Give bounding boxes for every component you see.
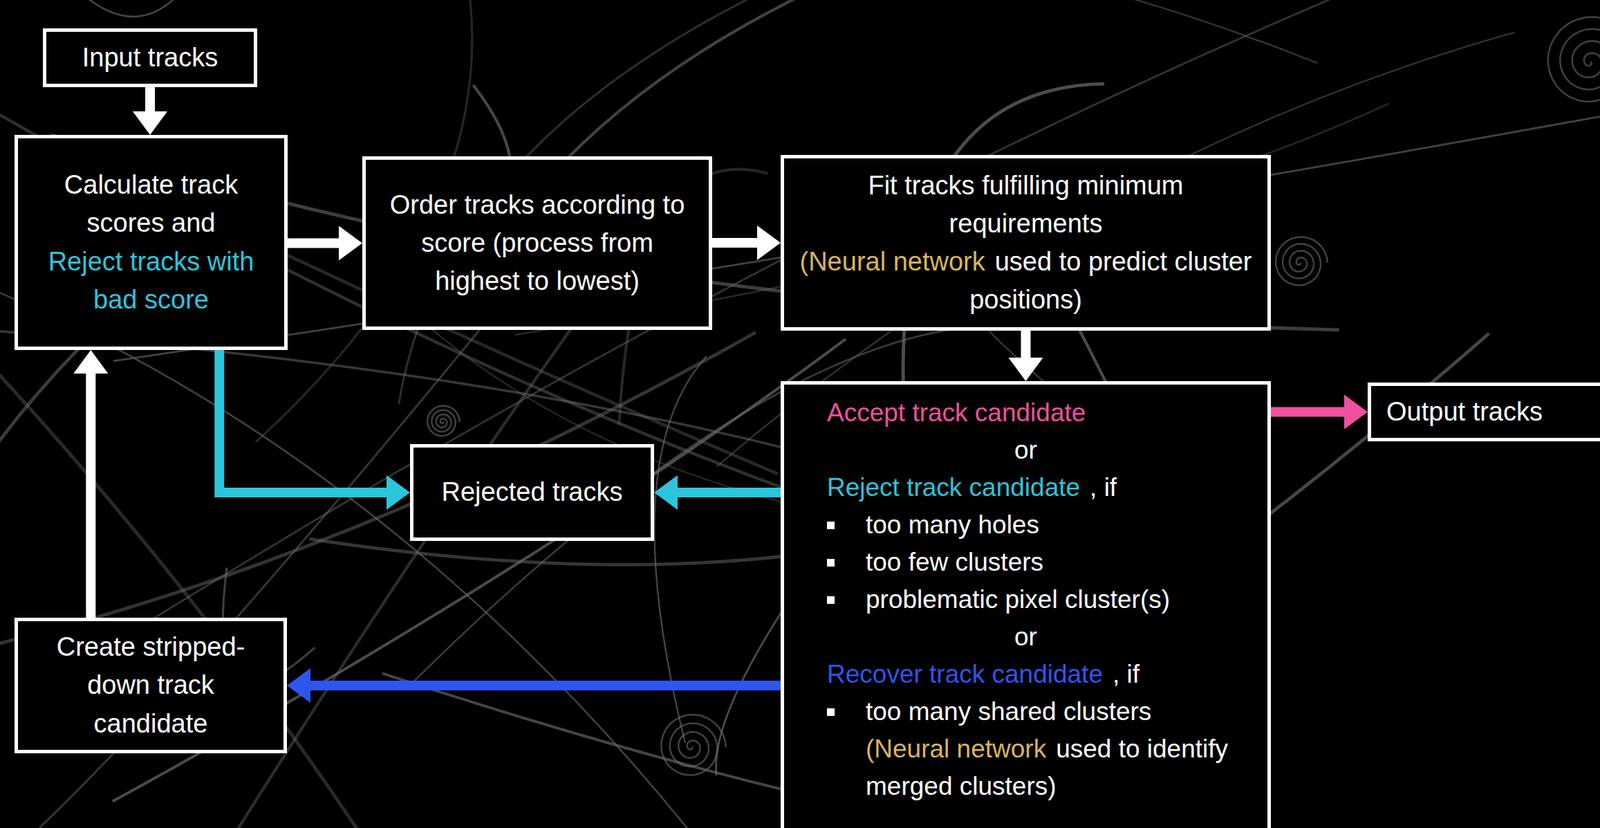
spiral-track <box>427 405 460 437</box>
particle-track <box>43 0 200 17</box>
particle-track <box>0 288 736 828</box>
connector-line <box>1270 407 1346 417</box>
flow-arrow <box>1008 330 1044 381</box>
connector-line <box>712 237 759 248</box>
process-box: Order tracks according to score (process… <box>362 156 713 330</box>
connector-line <box>287 238 341 249</box>
arrow-head <box>132 111 168 135</box>
connector-line <box>145 87 155 113</box>
arrow-head <box>386 475 411 510</box>
connector-line <box>85 371 96 618</box>
box-text: Input tracks <box>82 38 218 77</box>
text-line: too many shared clusters(Neural networku… <box>826 692 1254 805</box>
text-line: Accept track candidate <box>826 394 1254 432</box>
arrow-head <box>1008 357 1044 381</box>
box-text: (Neural network <box>865 734 1047 763</box>
arrow-head <box>73 349 108 374</box>
box-text: , if <box>1089 472 1117 502</box>
text-line: (Neural networkused to predict cluster p… <box>799 242 1253 319</box>
arrow-head <box>338 226 363 261</box>
text-line: (Neural networkused to identify merged c… <box>865 730 1254 805</box>
particle-track <box>192 0 1318 63</box>
flow-arrow <box>132 87 168 135</box>
connector-line <box>219 349 388 493</box>
box-text: Accept track candidate <box>826 398 1086 427</box>
box-text: Recover track candidate <box>826 659 1103 688</box>
output-box: Output tracks <box>1367 382 1600 442</box>
text-line: too few clusters <box>826 543 1254 581</box>
connector-line <box>1021 330 1031 359</box>
box-text: problematic pixel cluster(s) <box>865 584 1170 614</box>
input-box: Input tracks <box>42 28 258 88</box>
text-line: or <box>797 431 1254 469</box>
flow-arrow <box>287 226 363 261</box>
connector-line <box>309 680 781 691</box>
text-line: Reject track candidate , if <box>826 468 1254 507</box>
box-text: Fit tracks fulfilling minimum requiremen… <box>799 166 1253 243</box>
flow-arrow <box>1270 394 1368 430</box>
spiral-track <box>661 714 727 775</box>
box-text: or <box>1014 622 1038 651</box>
bullet-square <box>826 521 835 529</box>
particle-track <box>113 114 1600 361</box>
box-text: too many holes <box>865 510 1040 539</box>
arrow-head <box>1344 394 1368 430</box>
particle-track <box>0 279 376 828</box>
bullet-square <box>826 708 835 716</box>
rejected-box: Rejected tracks <box>410 443 655 541</box>
spiral-track <box>1275 237 1328 286</box>
box-text: Create stripped-down track candidate <box>33 627 269 742</box>
box-text: Reject tracks with bad score <box>33 242 269 319</box>
box-text: Reject track candidate <box>826 472 1081 502</box>
box-text: used to predict cluster positions) <box>969 246 1252 314</box>
box-text: , if <box>1112 659 1140 688</box>
text-line: or <box>797 618 1254 656</box>
text-line: too many holes <box>826 506 1254 544</box>
box-text: Calculate track scores and <box>33 165 269 243</box>
box-text: (Neural network <box>800 246 986 276</box>
connector-line <box>676 487 781 498</box>
box-text: too few clusters <box>865 547 1044 576</box>
text-line: problematic pixel cluster(s) <box>826 580 1254 619</box>
box-text: Output tracks <box>1386 392 1543 431</box>
process-box: Create stripped-down track candidate <box>14 617 287 753</box>
flow-arrow <box>712 225 781 260</box>
process-box: Calculate track scores andReject tracks … <box>14 134 288 350</box>
flow-arrow <box>654 475 781 510</box>
decision-box: Accept track candidateorReject track can… <box>780 380 1271 828</box>
particle-track <box>0 332 756 664</box>
bullet-square <box>826 596 835 604</box>
box-text: or <box>1014 435 1038 464</box>
flow-arrow <box>73 349 108 618</box>
box-text: too many shared clusters <box>865 692 1254 731</box>
arrow-head <box>286 667 311 703</box>
bullet-square <box>826 558 835 567</box>
box-text: Order tracks according to score (process… <box>380 185 694 301</box>
spiral-track <box>1548 16 1600 101</box>
box-text: Rejected tracks <box>441 472 623 511</box>
flow-arrow <box>286 667 781 703</box>
text-line: Recover track candidate , if <box>826 655 1254 693</box>
arrow-head <box>654 475 678 510</box>
flow-arrow <box>219 349 411 510</box>
process-box: Fit tracks fulfilling minimum requiremen… <box>780 154 1271 331</box>
arrow-head <box>757 225 781 260</box>
